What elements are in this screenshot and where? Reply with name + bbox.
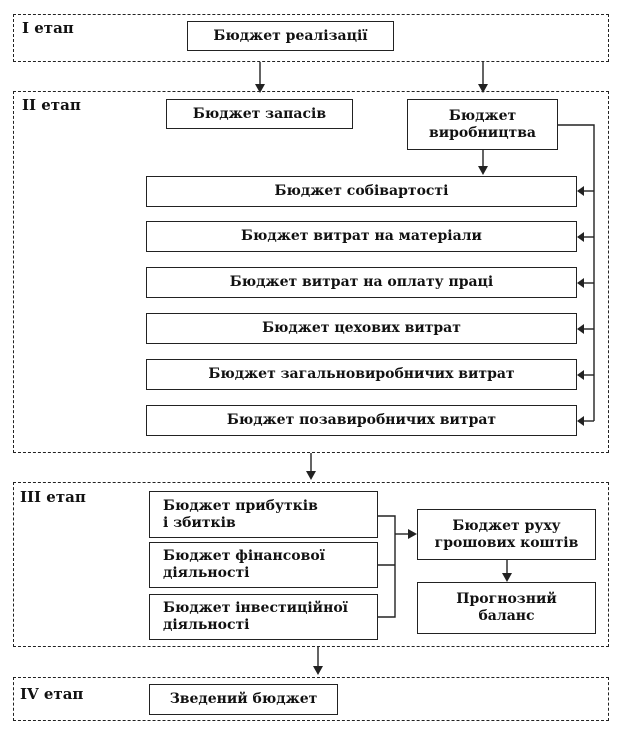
general-production-budget-box: Бюджет загальновиробничих витрат xyxy=(146,359,577,390)
financial-activity-budget-box: Бюджет фінансової діяльності xyxy=(149,542,378,588)
investment-activity-budget-box: Бюджет інвестиційної діяльності xyxy=(149,594,378,640)
cashflow-budget-box: Бюджет руху грошових коштів xyxy=(417,509,596,560)
stage-2-frame xyxy=(13,91,609,453)
arrow-head xyxy=(306,471,316,480)
forecast-balance-box: Прогнозний баланс xyxy=(417,582,596,634)
inventory-budget-box: Бюджет запасів xyxy=(166,99,353,129)
master-budget-box: Зведений бюджет xyxy=(149,684,338,715)
stage-3-label: III етап xyxy=(20,488,86,506)
labor-budget-box: Бюджет витрат на оплату праці xyxy=(146,267,577,298)
nonproduction-budget-box: Бюджет позавиробничих витрат xyxy=(146,405,577,436)
arrow-head xyxy=(313,666,323,675)
profit-loss-budget-box: Бюджет прибутків і збитків xyxy=(149,491,378,538)
stage-2-label: II етап xyxy=(22,96,81,114)
stage-3-frame xyxy=(13,482,609,647)
sales-budget-box: Бюджет реалізації xyxy=(187,21,394,51)
stage-4-frame xyxy=(13,677,609,721)
production-budget-box: Бюджет виробництва xyxy=(407,99,558,150)
workshop-budget-box: Бюджет цехових витрат xyxy=(146,313,577,344)
cost-budget-box: Бюджет собівартості xyxy=(146,176,577,207)
stage-1-frame xyxy=(13,14,609,62)
stage-4-label: IV етап xyxy=(20,685,84,703)
stage-1-label: I етап xyxy=(22,19,74,37)
materials-budget-box: Бюджет витрат на матеріали xyxy=(146,221,577,252)
